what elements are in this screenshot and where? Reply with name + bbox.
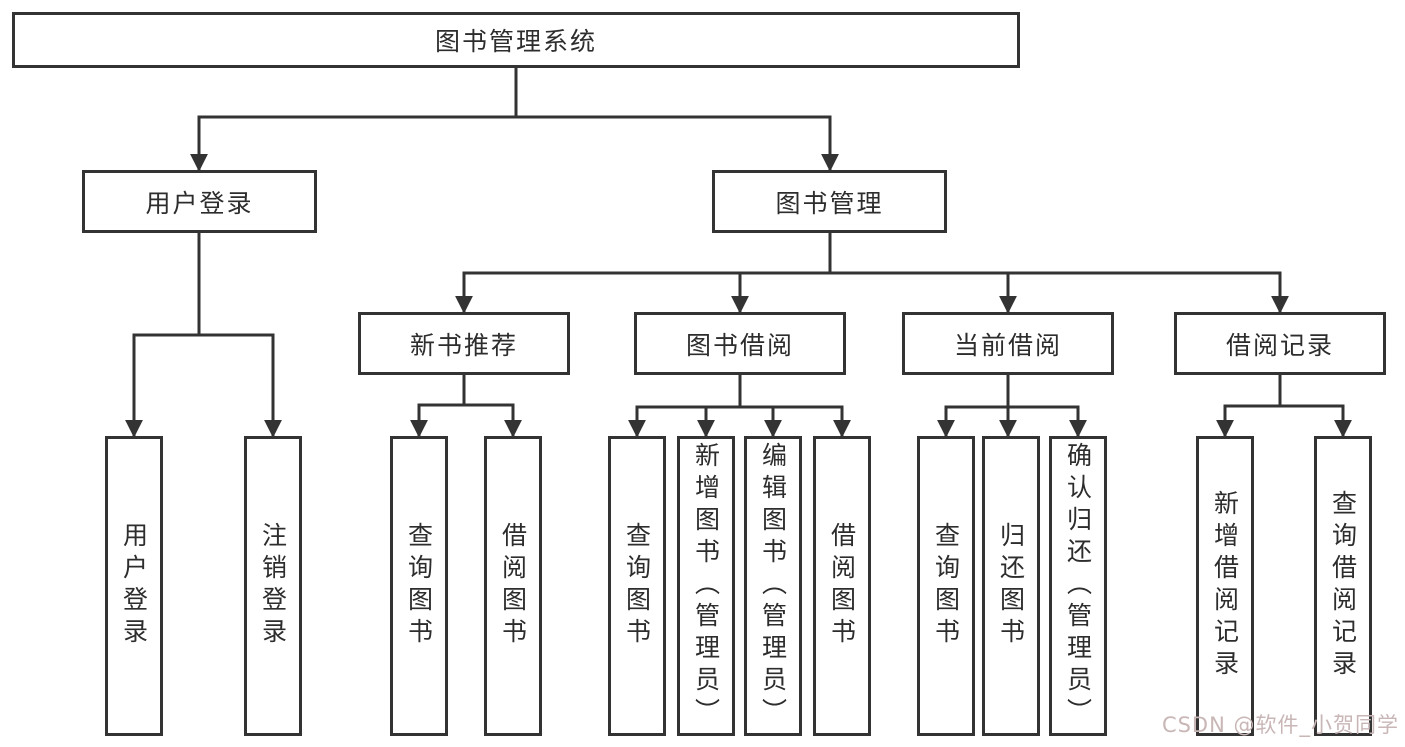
leaf-confirm-return-admin: 确认归还（管理员）: [1049, 436, 1107, 736]
leaf-label: 借阅图书: [827, 522, 857, 650]
node-label: 用户登录: [145, 188, 254, 218]
leaf-return-books: 归还图书: [982, 436, 1040, 736]
leaf-query-borrow-record: 查询借阅记录: [1314, 436, 1372, 736]
node-book-management: 图书管理: [712, 170, 947, 233]
leaf-label: 查询借阅记录: [1328, 490, 1358, 682]
leaf-edit-books-admin: 编辑图书（管理员）: [744, 436, 802, 736]
leaf-borrow-books-recommend: 借阅图书: [484, 436, 542, 736]
node-label: 借阅记录: [1225, 330, 1334, 360]
csdn-watermark: CSDN @软件_小贺同学: [1161, 713, 1399, 737]
leaf-add-borrow-record: 新增借阅记录: [1196, 436, 1254, 736]
node-label: 新书推荐: [409, 330, 518, 360]
leaf-query-books-recommend: 查询图书: [390, 436, 448, 736]
node-label: 图书管理: [775, 188, 884, 218]
leaf-label: 确认归还（管理员）: [1063, 442, 1093, 730]
leaf-borrow-books: 借阅图书: [813, 436, 871, 736]
leaf-label: 用户登录: [119, 522, 149, 650]
leaf-label: 归还图书: [996, 522, 1026, 650]
node-label: 图书借阅: [685, 330, 794, 360]
leaf-label: 借阅图书: [498, 522, 528, 650]
leaf-label: 新增图书（管理员）: [691, 442, 721, 730]
leaf-add-books-admin: 新增图书（管理员）: [677, 436, 735, 736]
node-current-borrow: 当前借阅: [902, 312, 1114, 375]
node-label: 图书管理系统: [434, 27, 597, 56]
leaf-label: 新增借阅记录: [1210, 490, 1240, 682]
leaf-logout: 注销登录: [244, 436, 302, 736]
leaf-label: 编辑图书（管理员）: [758, 442, 788, 730]
leaf-label: 查询图书: [931, 522, 961, 650]
node-label: 当前借阅: [953, 330, 1062, 360]
leaf-label: 查询图书: [404, 522, 434, 650]
node-borrow-records: 借阅记录: [1174, 312, 1386, 375]
node-user-login: 用户登录: [82, 170, 317, 233]
node-new-book-recommend: 新书推荐: [358, 312, 570, 375]
leaf-query-books-borrow: 查询图书: [608, 436, 666, 736]
leaf-query-books-current: 查询图书: [917, 436, 975, 736]
node-book-borrow: 图书借阅: [634, 312, 846, 375]
leaf-label: 注销登录: [258, 522, 288, 650]
leaf-user-login: 用户登录: [105, 436, 163, 736]
node-library-management-system: 图书管理系统: [12, 12, 1020, 68]
leaf-label: 查询图书: [622, 522, 652, 650]
